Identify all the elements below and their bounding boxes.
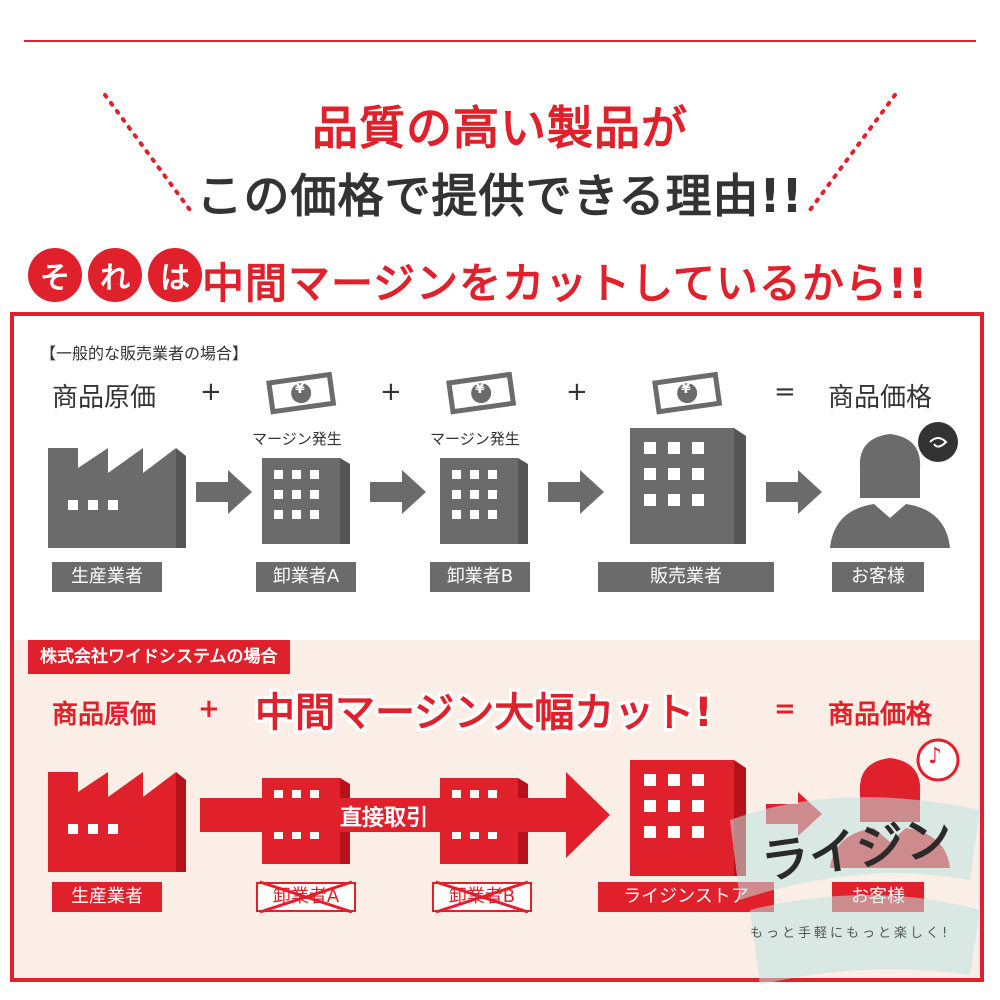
- arrow-icon: [548, 470, 604, 514]
- banner-circle-3: は: [148, 248, 202, 302]
- money-icon: ¥: [262, 368, 342, 416]
- direct-trade-arrow: [200, 772, 610, 858]
- cross-out-icon: [259, 880, 353, 914]
- general-price-label: 商品価格: [828, 383, 933, 413]
- comparison-frame: [10, 312, 984, 982]
- arrow-icon: [196, 470, 252, 514]
- stage-label-wholesaler-a: 卸業者A: [256, 562, 356, 592]
- factory-icon: [48, 438, 188, 552]
- general-section-label: 【一般的な販売業者の場合】: [40, 344, 249, 363]
- margin-label-1: マージン発生: [252, 430, 342, 448]
- plus-sign-1: +: [200, 377, 222, 407]
- arrow-icon: [766, 470, 822, 514]
- wide-price-label: 商品価格: [828, 700, 933, 730]
- building-icon: [262, 452, 352, 548]
- arrow-icon: [370, 470, 426, 514]
- money-icon: ¥: [442, 368, 522, 416]
- wide-cost-label: 商品原価: [52, 700, 157, 730]
- money-icon: ¥: [648, 368, 728, 416]
- building-icon: [440, 452, 530, 548]
- banner-circle-2: れ: [88, 248, 142, 302]
- watermark-tagline: もっと手軽にもっと楽しく!: [750, 926, 951, 941]
- margin-label-2: マージン発生: [430, 430, 520, 448]
- yen-glyph: ¥: [295, 381, 305, 397]
- wide-equals-sign: =: [774, 694, 796, 724]
- music-note-icon: ♪: [928, 744, 943, 769]
- top-divider: [24, 40, 976, 42]
- plus-sign-3: +: [566, 377, 588, 407]
- margin-cut-headline: 中間マージン大幅カット!: [255, 690, 713, 736]
- headline-line2: この価格で提供できる理由!!: [196, 169, 804, 223]
- stage-label-customer: お客様: [832, 562, 924, 592]
- yen-glyph: ¥: [475, 381, 485, 397]
- headline-line1: 品質の高い製品が: [312, 101, 688, 155]
- customer-icon: [830, 418, 970, 552]
- factory-icon-red: [48, 762, 188, 876]
- wide-section-label: 株式会社ワイドシステムの場合: [28, 640, 290, 674]
- stage-label-producer: 生産業者: [52, 562, 162, 592]
- direct-trade-label: 直接取引: [340, 806, 429, 831]
- stage-label-wholesaler-b: 卸業者B: [430, 562, 530, 592]
- equals-sign: =: [774, 377, 796, 407]
- yen-glyph: ¥: [681, 381, 691, 397]
- large-building-icon: [630, 420, 750, 548]
- wide-stage-label-producer: 生産業者: [52, 882, 162, 912]
- cross-out-icon: [435, 880, 529, 914]
- stage-label-retailer: 販売業者: [598, 562, 774, 592]
- banner-text: 中間マージンをカットしているから!!: [202, 259, 929, 308]
- watermark-brush: [730, 797, 980, 985]
- headline-decoration: [103, 93, 897, 212]
- wide-plus-sign: +: [198, 694, 220, 724]
- banner-circle-1: そ: [28, 248, 82, 302]
- plus-sign-2: +: [380, 377, 402, 407]
- general-cost-label: 商品原価: [52, 383, 157, 413]
